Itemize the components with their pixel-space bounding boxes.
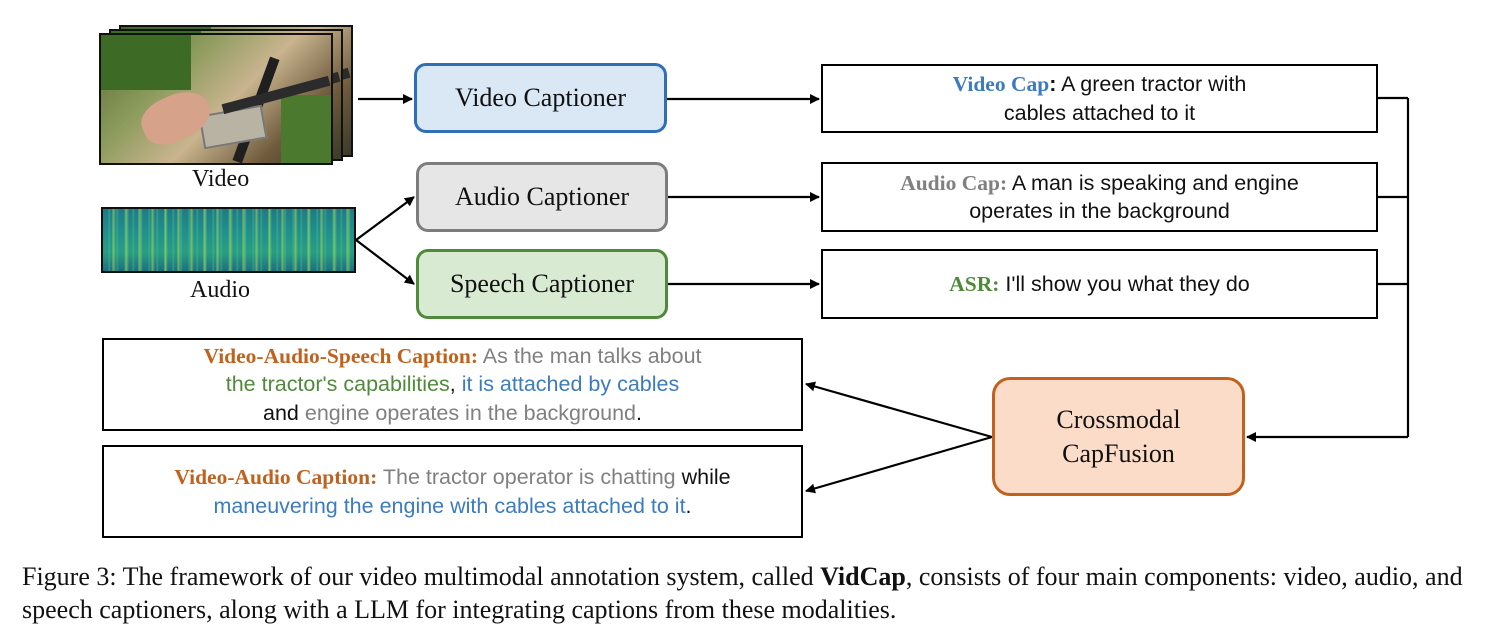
video-audio-caption-box: Video-Audio Caption: The tractor operato… — [102, 445, 803, 538]
arrow-fusion-to-va — [805, 435, 993, 494]
vas-text-5: and — [263, 400, 305, 425]
fusion-label-line2: CapFusion — [1062, 438, 1175, 468]
vas-text-1: As the man talks about — [478, 344, 702, 369]
caption-prefix: Figure 3: The framework of our video mul… — [22, 562, 821, 591]
video-audio-speech-caption-box: Video-Audio-Speech Caption: As the man t… — [102, 338, 803, 431]
speech-captioner-node: Speech Captioner — [416, 249, 668, 319]
asr-text: I'll show you what they do — [999, 271, 1250, 296]
asr-tag: ASR: — [949, 271, 1000, 296]
va-text-3: maneuvering the engine with cables attac… — [213, 493, 686, 518]
va-text-4: . — [685, 493, 692, 518]
video-cap-colon: : — [1049, 72, 1057, 97]
vas-text-2: the tractor's capabilities — [225, 372, 450, 397]
audio-cap-box: Audio Cap: A man is speaking and engine … — [821, 162, 1378, 232]
va-tag: Video-Audio Caption: — [174, 465, 378, 490]
video-cap-text-1: A green tractor with — [1056, 72, 1247, 97]
audio-cap-tag: Audio Cap: — [900, 170, 1008, 195]
audio-captioner-label: Audio Captioner — [454, 182, 630, 212]
arrow-fusion-to-vas — [805, 381, 993, 439]
fusion-label: Crossmodal CapFusion — [1056, 403, 1180, 471]
vas-text-4: it is attached by cables — [461, 372, 680, 397]
vas-text-6: engine operates in the background — [304, 400, 636, 425]
crossmodal-capfusion-node: Crossmodal CapFusion — [992, 377, 1245, 496]
caption-bold-name: VidCap — [820, 562, 906, 591]
vas-text-7: . — [635, 400, 642, 425]
audio-cap-text-1: A man is speaking and engine — [1007, 170, 1299, 195]
video-cap-box: Video Cap: A green tractor with cables a… — [821, 64, 1378, 133]
video-frame-front — [99, 33, 333, 165]
caption-suffix: , consists of four main components: vide… — [22, 562, 1463, 624]
arrow-audio-to-speech-captioner — [355, 239, 415, 285]
arrow-audio-to-audio-captioner — [355, 196, 415, 241]
figure-caption: Figure 3: The framework of our video mul… — [22, 560, 1492, 626]
video-captioner-label: Video Captioner — [454, 83, 626, 113]
audio-label: Audio — [190, 277, 250, 303]
audio-spectrogram — [101, 207, 356, 273]
speech-captioner-label: Speech Captioner — [449, 269, 635, 299]
video-cap-tag: Video Cap — [952, 72, 1050, 97]
asr-box: ASR: I'll show you what they do — [821, 249, 1378, 319]
audio-cap-text-2: operates in the background — [969, 199, 1230, 223]
va-text-2: while — [675, 465, 731, 490]
fusion-label-line1: Crossmodal — [1056, 404, 1181, 434]
video-cap-text-2: cables attached to it — [1003, 100, 1196, 125]
vas-text-3: , — [449, 372, 462, 397]
audio-captioner-node: Audio Captioner — [416, 162, 668, 232]
video-label: Video — [192, 166, 250, 192]
va-text-1: The tractor operator is chatting — [377, 465, 676, 490]
video-captioner-node: Video Captioner — [414, 63, 667, 133]
vas-tag: Video-Audio-Speech Caption: — [203, 344, 479, 369]
video-frames-thumbnail — [99, 25, 354, 165]
